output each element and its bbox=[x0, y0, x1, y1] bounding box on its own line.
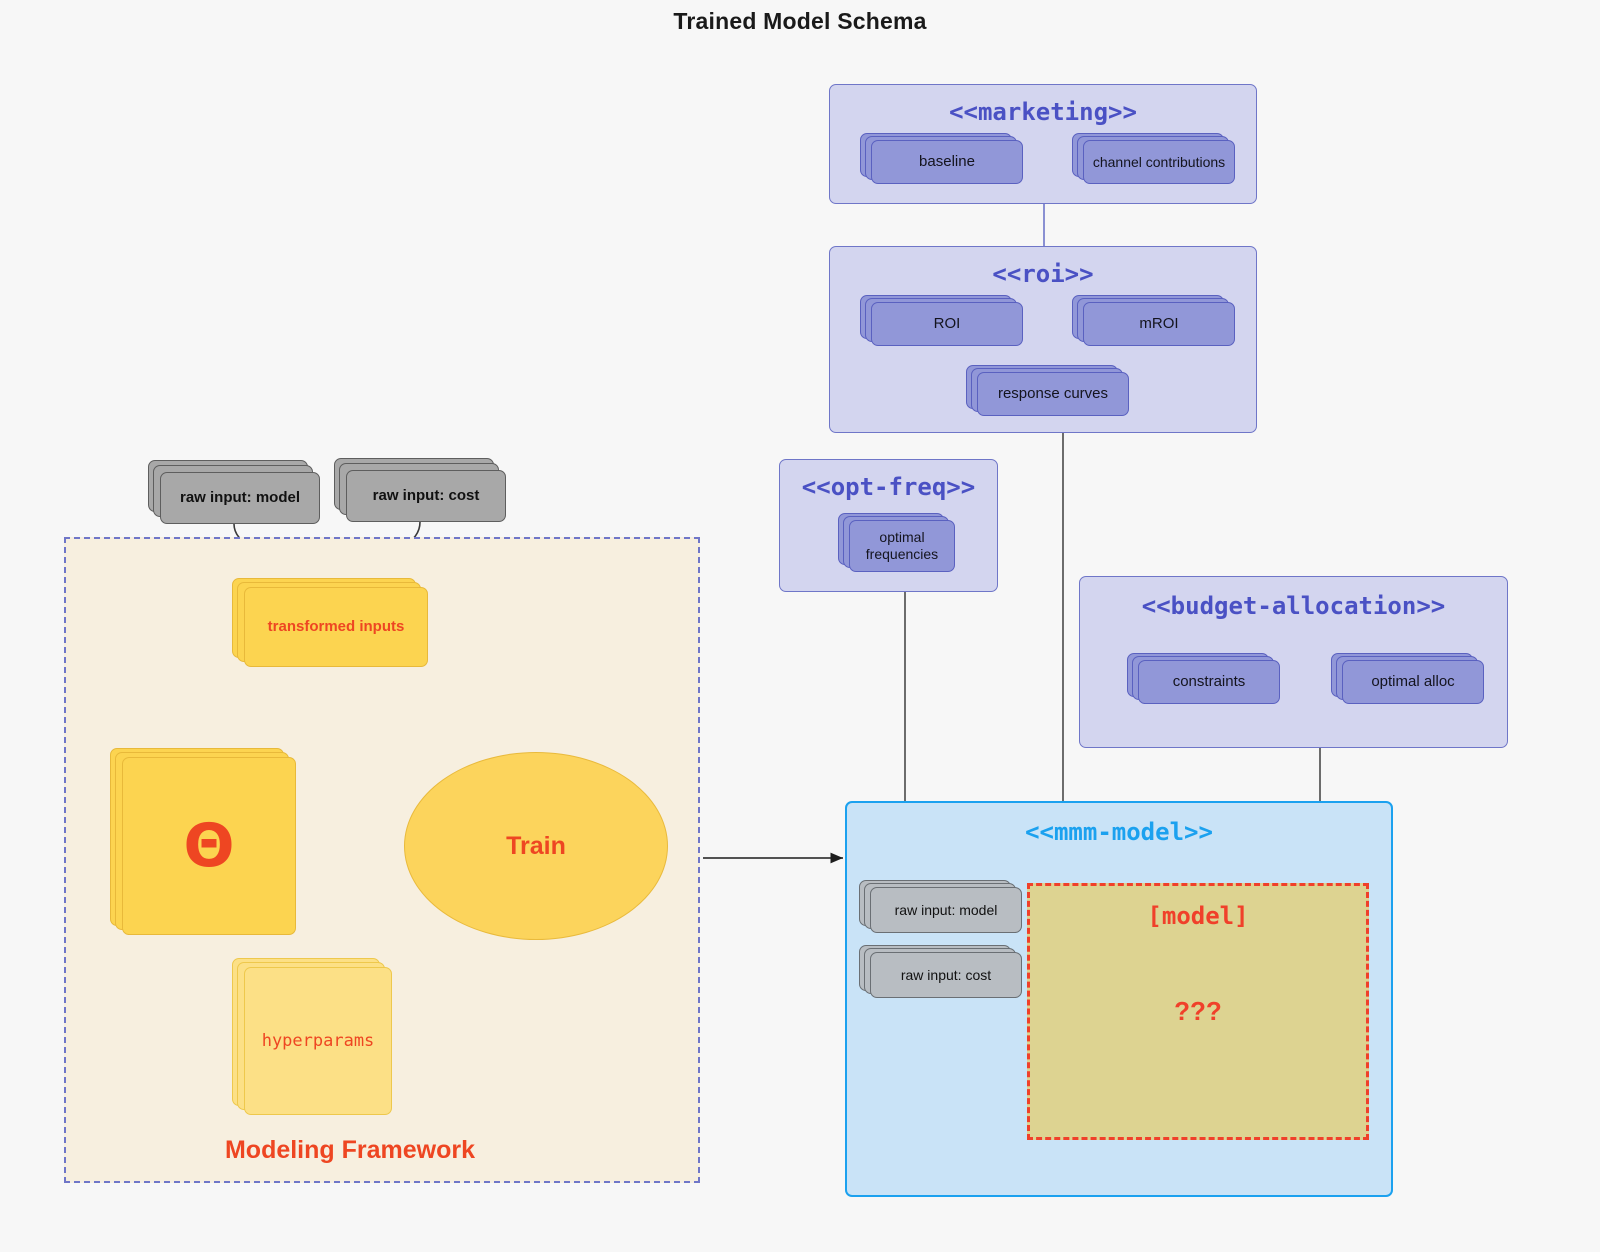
node-optimal-frequencies-label-line2: frequencies bbox=[865, 546, 939, 562]
cluster-opt-freq-title: <<opt-freq>> bbox=[801, 473, 976, 501]
card-face: hyperparams bbox=[244, 967, 392, 1115]
node-response-curves[interactable]: response curves bbox=[966, 365, 1132, 421]
raw-input-model-card[interactable]: raw input: model bbox=[148, 460, 320, 524]
model-unknown-label: ??? bbox=[1174, 996, 1222, 1026]
node-channel-contributions-label: channel contributions bbox=[1092, 153, 1226, 170]
card-face: raw input: model bbox=[870, 887, 1022, 933]
card-face: Θ bbox=[122, 757, 296, 935]
raw-input-model-label: raw input: model bbox=[180, 489, 300, 507]
train-label: Train bbox=[506, 831, 566, 860]
card-face: baseline bbox=[871, 140, 1023, 184]
raw-input-cost-label: raw input: cost bbox=[372, 487, 480, 505]
node-channel-contributions[interactable]: channel contributions bbox=[1072, 133, 1238, 189]
model-placeholder-label: [model] bbox=[1147, 902, 1249, 930]
mmm-raw-input-cost-label: raw input: cost bbox=[900, 966, 992, 983]
transformed-inputs-card[interactable]: transformed inputs bbox=[232, 578, 428, 670]
hyperparams-card[interactable]: hyperparams bbox=[232, 958, 392, 1118]
mmm-raw-input-model-card[interactable]: raw input: model bbox=[859, 880, 1023, 938]
mmm-raw-input-model-label: raw input: model bbox=[894, 901, 998, 918]
card-face: raw input: cost bbox=[870, 952, 1022, 998]
node-constraints-label: constraints bbox=[1172, 673, 1246, 691]
card-face: transformed inputs bbox=[244, 587, 428, 667]
node-optimal-frequencies-label-line1: optimal bbox=[879, 529, 925, 546]
node-baseline[interactable]: baseline bbox=[860, 133, 1026, 189]
card-face: optimal alloc bbox=[1342, 660, 1484, 704]
card-face: ROI bbox=[871, 302, 1023, 346]
node-roi[interactable]: ROI bbox=[860, 295, 1026, 351]
card-face: mROI bbox=[1083, 302, 1235, 346]
train-node[interactable]: Train bbox=[404, 752, 668, 940]
card-face: constraints bbox=[1138, 660, 1280, 704]
card-face: raw input: cost bbox=[346, 470, 506, 522]
node-optimal-frequencies[interactable]: optimal frequencies bbox=[838, 513, 956, 577]
node-constraints[interactable]: constraints bbox=[1127, 653, 1282, 709]
node-mroi[interactable]: mROI bbox=[1072, 295, 1238, 351]
transformed-inputs-label: transformed inputs bbox=[267, 618, 405, 636]
node-baseline-label: baseline bbox=[919, 153, 975, 171]
node-mroi-label: mROI bbox=[1139, 315, 1179, 333]
model-placeholder-box[interactable]: [model] ??? bbox=[1027, 883, 1369, 1140]
page-title: Trained Model Schema bbox=[673, 8, 927, 34]
node-optimal-alloc-label: optimal alloc bbox=[1371, 673, 1455, 691]
theta-card[interactable]: Θ bbox=[110, 748, 296, 938]
card-face: optimal frequencies bbox=[849, 520, 955, 572]
hyperparams-label: hyperparams bbox=[261, 1030, 375, 1051]
cluster-budget-allocation-title: <<budget-allocation>> bbox=[1141, 592, 1446, 620]
theta-symbol: Θ bbox=[183, 811, 235, 881]
card-face: channel contributions bbox=[1083, 140, 1235, 184]
card-face: response curves bbox=[977, 372, 1129, 416]
modeling-framework-label: Modeling Framework bbox=[224, 1136, 476, 1164]
cluster-mmm-model-title: <<mmm-model>> bbox=[1025, 818, 1213, 846]
card-face: raw input: model bbox=[160, 472, 320, 524]
node-response-curves-label: response curves bbox=[997, 385, 1109, 403]
raw-input-cost-card[interactable]: raw input: cost bbox=[334, 458, 506, 522]
cluster-roi-title: <<roi>> bbox=[992, 260, 1094, 288]
node-roi-label: ROI bbox=[933, 315, 961, 333]
node-optimal-alloc[interactable]: optimal alloc bbox=[1331, 653, 1486, 709]
mmm-raw-input-cost-card[interactable]: raw input: cost bbox=[859, 945, 1023, 1003]
cluster-marketing-title: <<marketing>> bbox=[949, 98, 1137, 126]
